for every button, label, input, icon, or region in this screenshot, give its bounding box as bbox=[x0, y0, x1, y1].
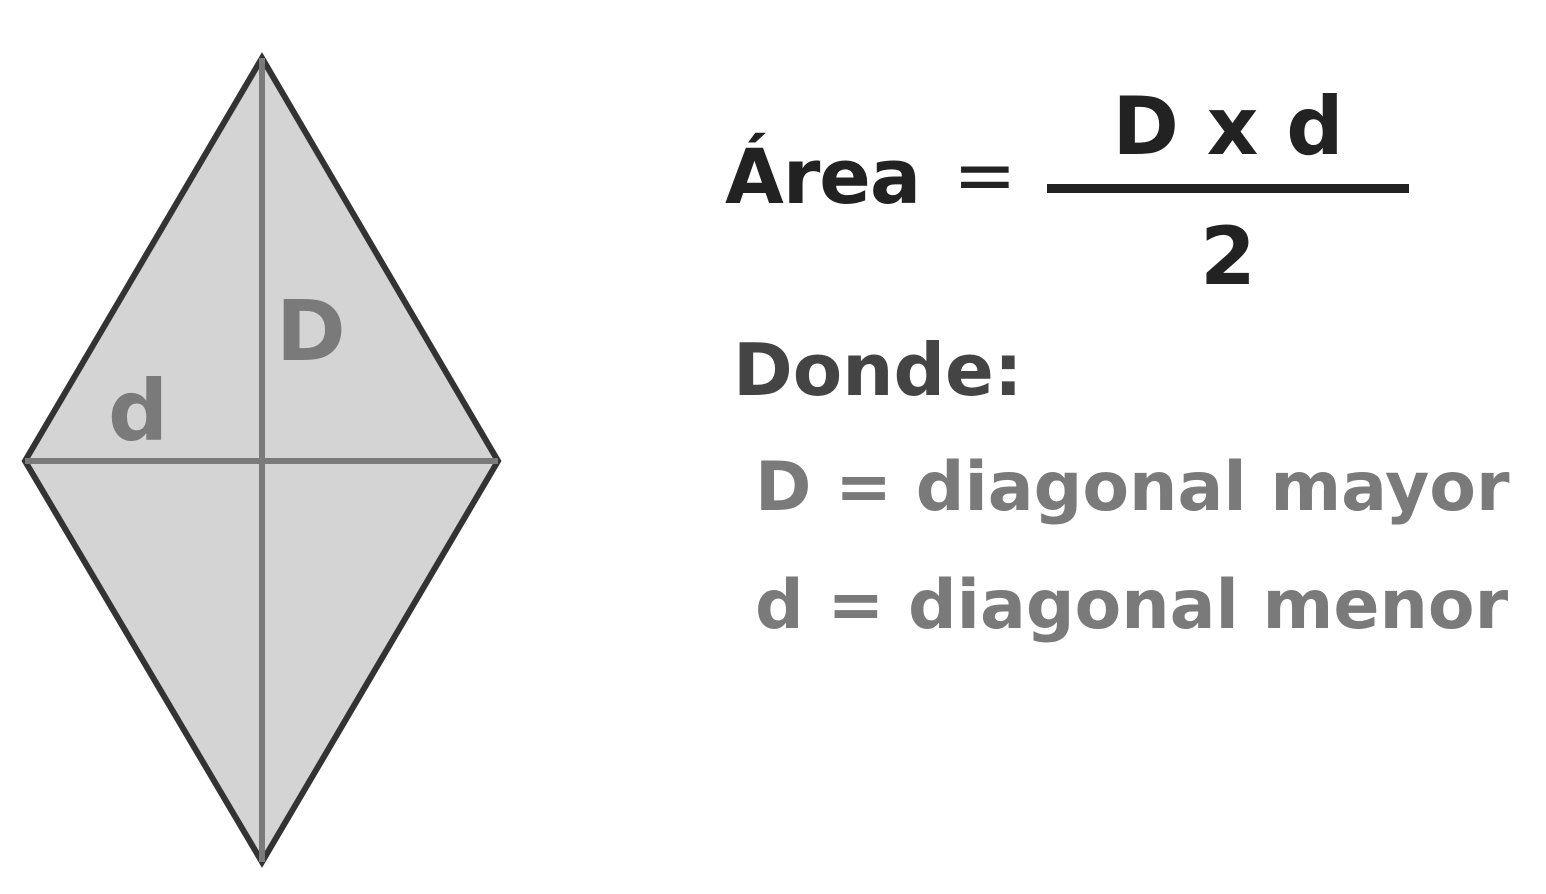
minor-diagonal-label: d bbox=[108, 362, 168, 460]
area-label: Área bbox=[725, 132, 921, 221]
where-heading: Donde: bbox=[733, 328, 1023, 412]
major-diagonal-definition: D = diagonal mayor bbox=[755, 448, 1510, 527]
major-diagonal-label: D bbox=[276, 282, 346, 380]
area-formula: Área = D x d 2 bbox=[725, 80, 1525, 320]
formula-denominator: 2 bbox=[1200, 210, 1256, 303]
minor-diagonal-definition: d = diagonal menor bbox=[755, 566, 1509, 645]
rhombus-figure: D d bbox=[21, 52, 502, 868]
formula-numerator: D x d bbox=[1112, 80, 1344, 173]
fraction-bar bbox=[1047, 184, 1409, 193]
equals-sign: = bbox=[953, 130, 1017, 219]
